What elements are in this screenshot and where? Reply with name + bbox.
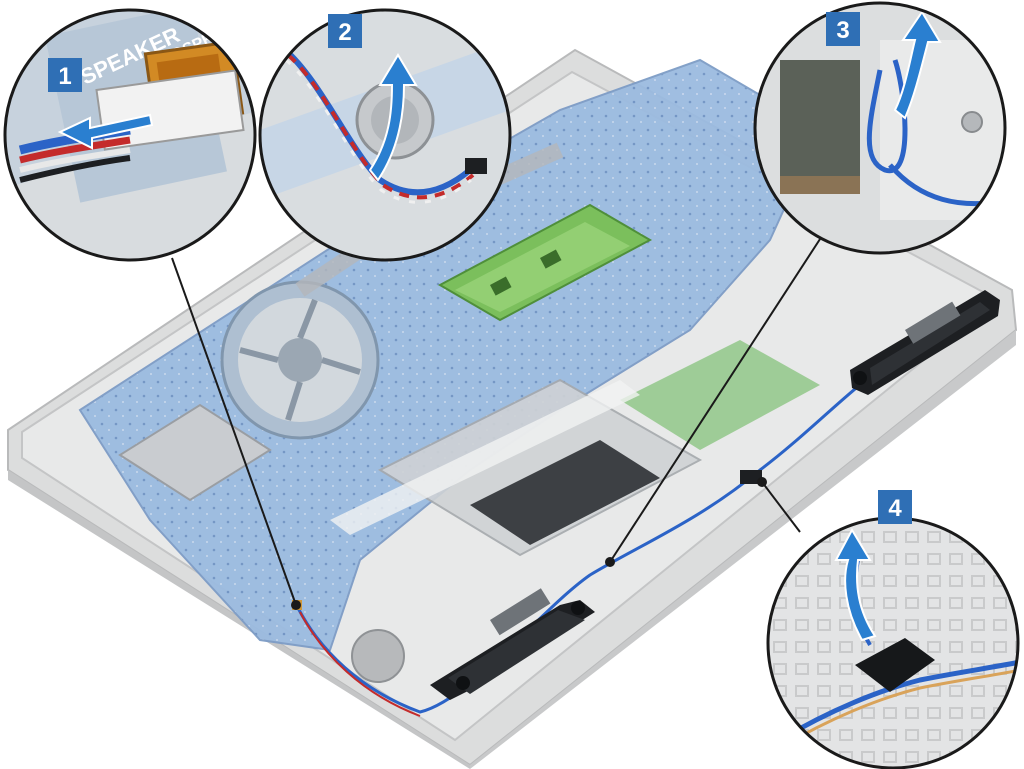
callout-1-zoom: SPEAKER DSPKR 1 (3, 8, 257, 262)
callout-number-4: 4 (888, 495, 902, 522)
speaker-cable (296, 378, 867, 714)
callout-number-2: 2 (338, 19, 351, 46)
arrow-up-curved-icon (834, 527, 877, 642)
right-speaker (850, 290, 1000, 395)
arrow-up-curved-icon (893, 10, 942, 120)
callout-badge-2 (328, 14, 362, 48)
left-speaker (430, 588, 595, 700)
cable-tape (740, 470, 762, 484)
callout-badge-1 (48, 58, 82, 92)
leader-lines (171, 235, 823, 606)
callout-2-zoom: 2 (258, 8, 512, 262)
callout-number-1: 1 (58, 63, 71, 90)
callout-number-3: 3 (836, 17, 849, 44)
motherboard (78, 58, 822, 683)
callout-badge-4 (878, 490, 912, 524)
fan-icon (220, 280, 380, 440)
callout-3-zoom: 3 (753, 1, 1007, 255)
arrow-up-curved-icon (368, 53, 418, 182)
arrow-left-icon (57, 113, 154, 150)
callout-badge-3 (826, 12, 860, 46)
callout-4-zoom: 4 (766, 490, 1020, 769)
